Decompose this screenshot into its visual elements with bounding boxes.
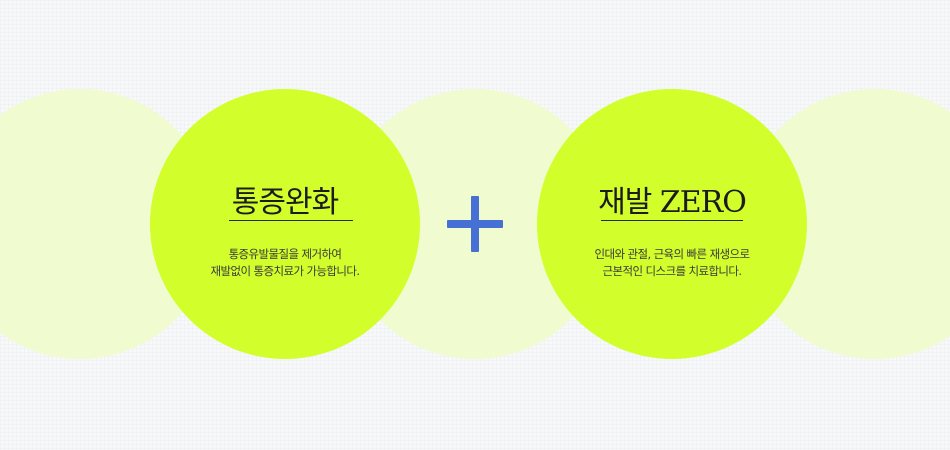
zero-recurrence-title: 재발 ZERO bbox=[598, 185, 747, 220]
pain-relief-title: 통증완화 bbox=[231, 185, 339, 220]
plus-icon-vertical-bar bbox=[471, 196, 479, 252]
zero-recurrence-desc-line-1: 인대와 관절, 근육의 빠른 재생으로 bbox=[594, 247, 751, 261]
pain-relief-description: 통증유발물질을 제거하여 재발없이 통증치료가 가능합니다. bbox=[150, 246, 420, 280]
zero-recurrence-circle: 재발 ZERO 인대와 관절, 근육의 빠른 재생으로 근본적인 디스크를 치료… bbox=[537, 89, 807, 359]
pain-relief-content: 통증완화 통증유발물질을 제거하여 재발없이 통증치료가 가능합니다. bbox=[150, 89, 420, 359]
plus-icon bbox=[447, 196, 503, 252]
pain-relief-circle: 통증완화 통증유발물질을 제거하여 재발없이 통증치료가 가능합니다. bbox=[150, 89, 420, 359]
pain-relief-desc-line-1: 통증유발물질을 제거하여 bbox=[228, 247, 342, 261]
pain-relief-title-underline bbox=[229, 220, 353, 221]
zero-recurrence-desc-line-2: 근본적인 디스크를 치료합니다. bbox=[602, 264, 743, 278]
zero-recurrence-description: 인대와 관절, 근육의 빠른 재생으로 근본적인 디스크를 치료합니다. bbox=[537, 246, 807, 280]
zero-recurrence-content: 재발 ZERO 인대와 관절, 근육의 빠른 재생으로 근본적인 디스크를 치료… bbox=[537, 89, 807, 359]
zero-recurrence-title-underline bbox=[601, 220, 743, 221]
pain-relief-desc-line-2: 재발없이 통증치료가 가능합니다. bbox=[210, 264, 360, 278]
